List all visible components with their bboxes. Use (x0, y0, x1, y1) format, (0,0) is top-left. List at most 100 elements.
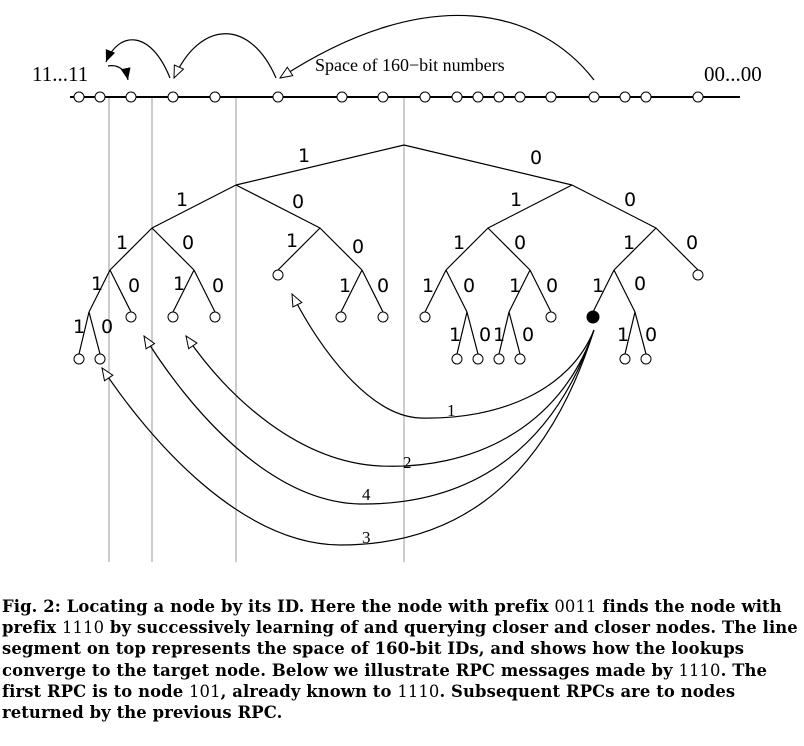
id-point (272, 91, 284, 103)
edge-label: 1 (449, 324, 461, 346)
edge-label: 1 (116, 232, 128, 254)
caption-text: Fig. 2: Locating a node by its ID. Here … (2, 597, 555, 616)
edge-label: 0 (686, 232, 698, 254)
id-point (619, 91, 631, 103)
leaf-node (335, 311, 347, 323)
id-point (73, 91, 85, 103)
edge-label: 0 (479, 324, 491, 346)
leaf-node (209, 311, 221, 323)
rpc-label: 2 (403, 453, 412, 472)
id-point (377, 91, 389, 103)
lookup-hops (105, 14, 595, 81)
edge-label: 1 (453, 232, 465, 254)
edge-label: 1 (173, 273, 185, 295)
caption-text: . The first RPC is to node (2, 660, 768, 701)
edge-label: 1 (422, 275, 434, 297)
caption-id: 1110 (397, 681, 440, 701)
edge-label: 1 (510, 189, 522, 211)
rpc-labels: 1 2 4 3 (362, 401, 456, 547)
caption-text: , already known to (220, 681, 398, 701)
id-point (209, 91, 221, 103)
leaf-node (272, 269, 284, 281)
caption-text: . Subsequent RPCs are to nodes returned … (2, 681, 736, 723)
id-point (472, 91, 484, 103)
caption-text: by successively learning of and querying… (2, 618, 798, 680)
hop-arc (173, 33, 277, 78)
leaf-node (167, 311, 179, 323)
figure-caption: Fig. 2: Locating a node by its ID. Here … (2, 596, 804, 723)
edge-label: 1 (493, 324, 505, 346)
id-point (640, 91, 652, 103)
edge-label: 0 (212, 275, 224, 297)
caption-id: 0011 (554, 597, 597, 616)
leaf-node (419, 311, 431, 323)
leaf-nodes (73, 269, 704, 365)
id-point (336, 91, 348, 103)
space-label: Space of 160−bit numbers (315, 55, 505, 75)
hop-arc (280, 14, 595, 81)
left-end-label: 11...11 (32, 62, 88, 86)
source-node (586, 310, 600, 324)
rpc-label: 4 (362, 485, 371, 504)
caption-id: 1110 (61, 618, 105, 638)
rpc-arrows (102, 294, 595, 546)
leaf-node (451, 353, 463, 365)
edge-label: 0 (645, 324, 657, 346)
edge-label: 0 (182, 232, 194, 254)
id-point (167, 91, 179, 103)
edge-label: 1 (617, 324, 629, 346)
edge-label: 1 (592, 275, 604, 297)
leaf-node (73, 353, 85, 365)
id-point (94, 91, 106, 103)
caption-id: 101 (189, 681, 221, 701)
leaf-node (125, 311, 137, 323)
vertical-guides (108, 97, 405, 562)
edge-label: 0 (634, 273, 646, 295)
edge-label: 1 (286, 230, 298, 252)
id-point (451, 91, 463, 103)
edge-label: 1 (509, 275, 521, 297)
hop-arc (107, 65, 131, 81)
id-point (514, 91, 526, 103)
edge-label: 0 (546, 275, 558, 297)
id-point (692, 91, 704, 103)
rpc-curve-4 (144, 329, 595, 505)
edge-label: 0 (514, 232, 526, 254)
leaf-node (94, 353, 106, 365)
leaf-node (640, 353, 652, 365)
leaf-node (377, 311, 389, 323)
leaf-node (545, 311, 557, 323)
edge-label: 0 (128, 275, 140, 297)
id-space-line: 11...11 00...00 Space of 160−bit numbers (32, 55, 762, 103)
kademlia-lookup-diagram: 11...11 00...00 Space of 160−bit numbers (32, 14, 762, 562)
caption-text: finds the node with prefix (2, 597, 782, 638)
binary-tree-edges (78, 144, 699, 355)
rpc-curve-3 (102, 329, 595, 546)
edge-label: 1 (623, 232, 635, 254)
caption-id: 1110 (678, 660, 721, 680)
id-point (419, 91, 431, 103)
id-point (493, 91, 505, 103)
right-end-label: 00...00 (704, 62, 762, 86)
edge-label: 0 (522, 324, 534, 346)
edge-label: 0 (463, 275, 475, 297)
leaf-node (472, 353, 484, 365)
rpc-curve-2 (186, 329, 595, 467)
edge-label: 1 (73, 316, 85, 338)
id-point (125, 91, 137, 103)
leaf-node (493, 353, 505, 365)
edge-label: 0 (530, 147, 542, 169)
leaf-node (692, 269, 704, 281)
edge-label: 0 (624, 189, 636, 211)
edge-label: 0 (292, 191, 304, 213)
id-point (588, 91, 600, 103)
edge-label: 0 (352, 236, 364, 258)
edge-label: 1 (298, 145, 310, 167)
edge-label: 0 (101, 316, 113, 338)
edge-labels: 1 0 1 0 1 0 1 0 1 0 1 0 1 0 1 0 1 0 1 0 … (73, 145, 698, 346)
id-point (545, 91, 557, 103)
rpc-label: 3 (362, 528, 371, 547)
edge-label: 1 (339, 275, 351, 297)
rpc-label: 1 (447, 401, 456, 420)
leaf-node (619, 353, 631, 365)
